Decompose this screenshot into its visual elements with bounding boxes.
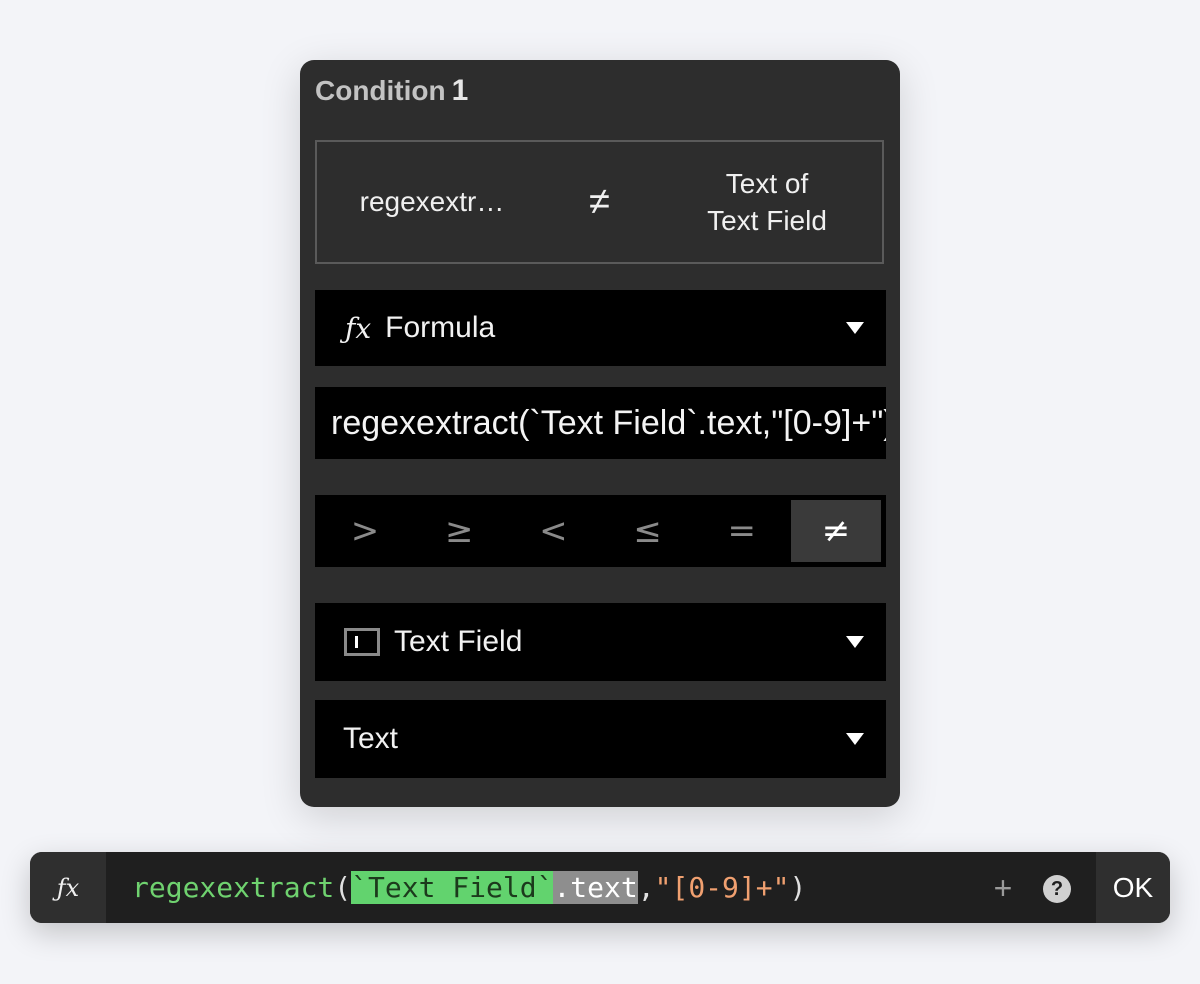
condition-number: 1: [451, 74, 469, 107]
formula-function-token: regexextract: [132, 871, 335, 904]
plus-icon[interactable]: +: [993, 870, 1013, 906]
fx-icon: ƒx: [345, 311, 372, 345]
operator-selector: > ≥ < ≤ = ≠: [315, 495, 886, 567]
summary-right-operand: Text of Text Field: [652, 165, 882, 239]
summary-right-line2: Text Field: [707, 205, 827, 236]
ok-button[interactable]: OK: [1096, 852, 1170, 923]
target-component-dropdown[interactable]: Text Field: [315, 603, 886, 681]
formula-input[interactable]: regexextract(`Text Field`.text,"[0-9]+"): [315, 387, 886, 459]
formula-bar: ƒx regexextract(`Text Field`.text,"[0-9]…: [30, 852, 1170, 923]
formula-editor[interactable]: regexextract(`Text Field`.text,"[0-9]+"): [132, 871, 806, 904]
formula-property-token: .text: [553, 871, 638, 904]
condition-panel: Condition 1 regexextr… ≠ Text of Text Fi…: [300, 60, 900, 807]
operator-not-equal-button[interactable]: ≠: [790, 500, 881, 562]
source-type-dropdown[interactable]: ƒx Formula: [315, 290, 886, 366]
formula-open-paren: (: [334, 871, 352, 904]
operator-greater-button[interactable]: >: [350, 511, 380, 551]
fx-icon[interactable]: ƒx: [30, 852, 106, 923]
chevron-down-icon: [846, 733, 864, 745]
operator-less-equal-button[interactable]: ≤: [633, 511, 662, 551]
condition-title: Condition: [315, 75, 446, 106]
text-field-icon: [344, 628, 380, 656]
formula-close-paren: ): [789, 871, 807, 904]
summary-left-operand: regexextr…: [359, 186, 505, 217]
formula-comma: ,: [637, 871, 655, 904]
condition-summary[interactable]: regexextr… ≠ Text of Text Field: [315, 140, 884, 264]
help-icon[interactable]: ?: [1043, 875, 1071, 903]
operator-equal-button[interactable]: =: [727, 511, 757, 551]
operator-greater-equal-button[interactable]: ≥: [444, 511, 474, 551]
property-label: Text: [343, 722, 399, 755]
property-dropdown[interactable]: Text: [315, 700, 886, 778]
formula-string-token: "[0-9]+": [654, 871, 790, 904]
target-component-label: Text Field: [394, 625, 523, 658]
formula-reference-token: `Text Field`: [351, 871, 554, 904]
panel-title: Condition 1: [315, 74, 468, 108]
chevron-down-icon: [846, 322, 864, 334]
chevron-down-icon: [846, 636, 864, 648]
source-type-label: Formula: [385, 311, 496, 344]
operator-less-button[interactable]: <: [539, 511, 568, 551]
summary-right-line1: Text of: [725, 168, 809, 199]
summary-operator: ≠: [589, 180, 610, 223]
